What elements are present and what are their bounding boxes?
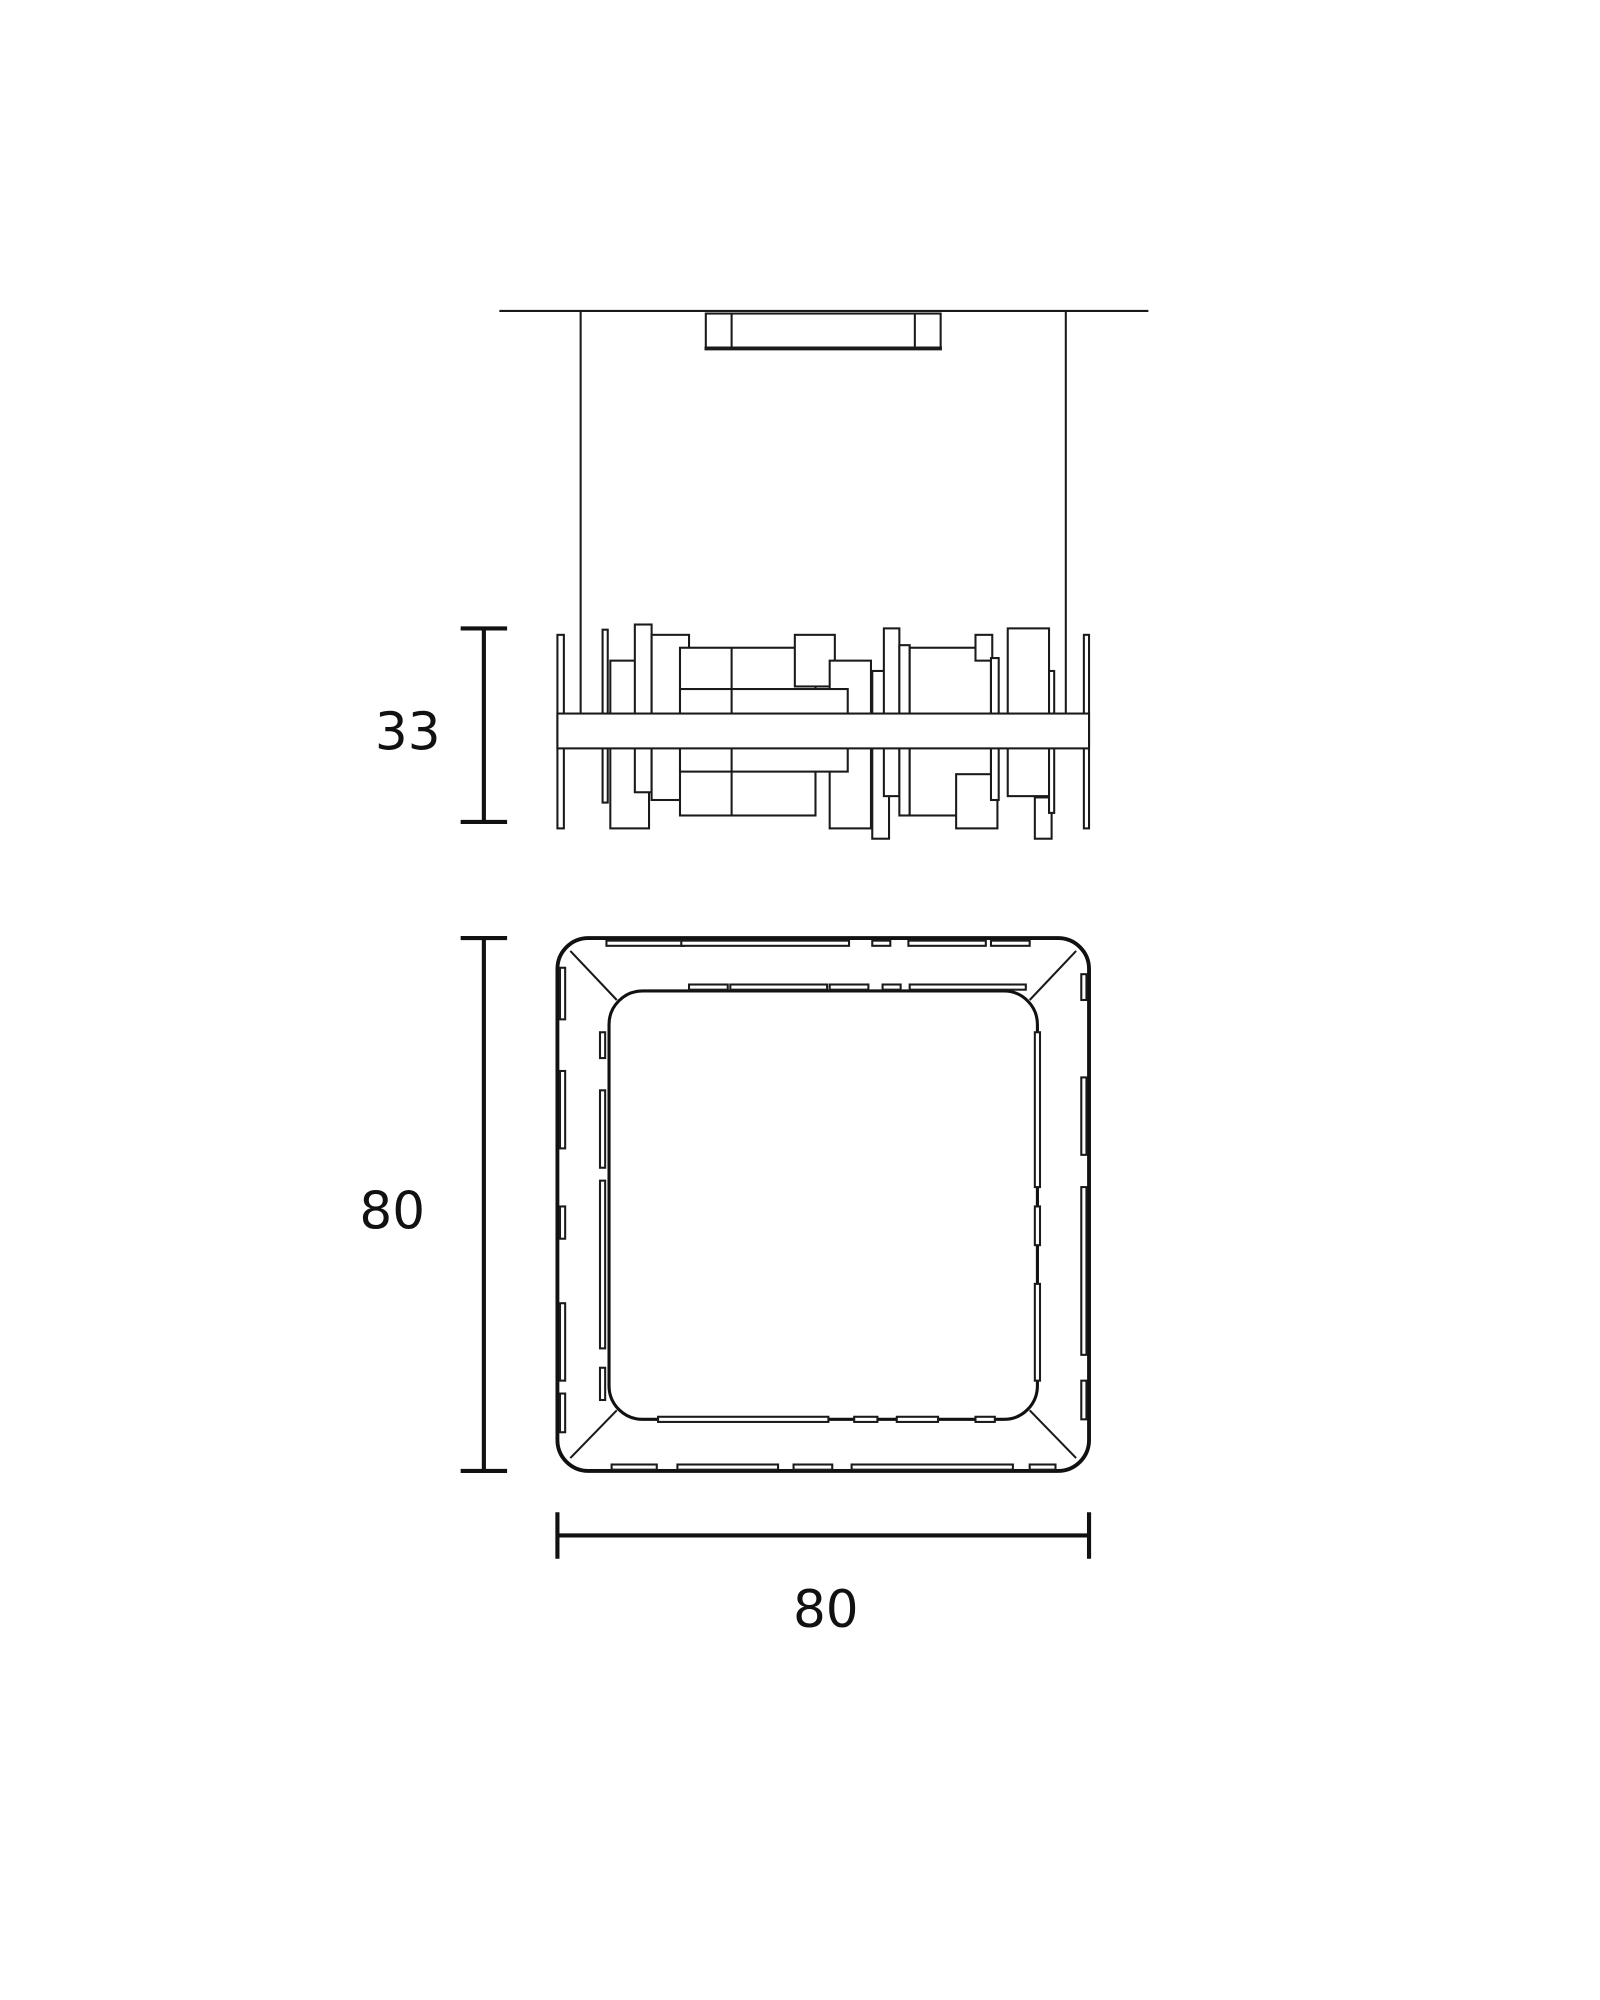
height-label: 33	[375, 703, 441, 763]
width-dimension: 80	[555, 1512, 1092, 1640]
frame-segment	[828, 983, 870, 991]
frame-segment	[1080, 1076, 1088, 1156]
frame-band	[556, 712, 1091, 750]
panel	[882, 627, 901, 798]
frame-segment	[598, 1089, 607, 1169]
inner-frame	[607, 989, 1039, 1421]
frame-segment	[907, 939, 987, 947]
panel	[633, 623, 653, 794]
frame-segment	[1028, 1463, 1057, 1471]
frame-segment	[729, 983, 829, 991]
panel	[1033, 796, 1053, 840]
frame-segment	[676, 1463, 780, 1471]
frame-segment	[881, 983, 902, 991]
panel-segments	[558, 939, 1088, 1471]
plan-view	[555, 936, 1091, 1473]
frame-segment	[558, 966, 567, 1021]
frame-segment	[598, 1179, 607, 1350]
frame-segment	[1080, 1186, 1088, 1356]
frame-segment	[605, 939, 685, 947]
depth-label: 80	[359, 1181, 425, 1241]
frame-segment	[989, 939, 1031, 947]
outer-frame	[555, 936, 1091, 1473]
frame-segment	[1033, 1031, 1042, 1189]
frame-segment	[850, 1463, 1014, 1471]
frame-segment	[688, 983, 729, 991]
frame-segment	[974, 1415, 996, 1423]
frame-segment	[908, 983, 1027, 991]
frame-segment	[792, 1463, 834, 1471]
panel	[974, 633, 994, 662]
frame-segment	[680, 939, 851, 947]
frame-segment	[1033, 1282, 1042, 1382]
frame-segment	[1080, 1379, 1088, 1421]
frame-segment	[895, 1415, 940, 1423]
height-dimension: 33	[375, 626, 508, 824]
width-label: 80	[793, 1580, 859, 1640]
elevation-view	[499, 309, 1149, 840]
frame-segment	[598, 1031, 607, 1060]
frame-segment	[871, 939, 892, 947]
corner-braces	[569, 950, 1077, 1459]
frame-segment	[853, 1415, 879, 1423]
frame-segment	[558, 1069, 567, 1150]
frame-segment	[657, 1415, 830, 1423]
frame-segment	[610, 1463, 658, 1471]
frame-segment	[598, 1366, 607, 1402]
depth-dimension: 80	[359, 936, 508, 1474]
frame-segment	[558, 1205, 567, 1240]
frame-segment	[558, 1302, 567, 1382]
panel	[1006, 627, 1051, 798]
frame-segment	[1033, 1205, 1042, 1247]
frame-segment	[558, 1392, 567, 1434]
ceiling-canopy	[704, 312, 942, 351]
frame-segment	[1080, 973, 1088, 1002]
